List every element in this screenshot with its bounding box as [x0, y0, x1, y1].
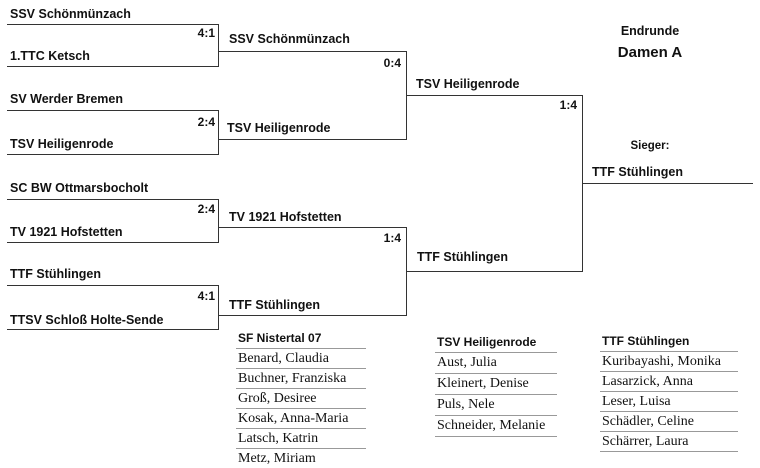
match-score: 2:4	[197, 115, 215, 129]
team-name: TV 1921 Hofstetten	[229, 210, 342, 224]
bracket-line	[7, 24, 219, 25]
bracket-line	[406, 271, 583, 272]
bracket-line	[7, 285, 219, 286]
player-name: Lasarzick, Anna	[600, 372, 738, 392]
team-name: SSV Schönmünzach	[10, 7, 131, 21]
player-name: Puls, Nele	[435, 395, 557, 416]
bracket-connector	[218, 110, 219, 155]
player-name: Metz, Miriam	[238, 451, 316, 466]
player-name: Kleinert, Denise	[435, 374, 557, 395]
team-name: TV 1921 Hofstetten	[10, 225, 123, 239]
player-name: Schneider, Melanie	[435, 416, 557, 437]
roster-sf-nistertal: SF Nistertal 07 Benard, Claudia Buchner,…	[236, 331, 366, 468]
player-name: Schädler, Celine	[600, 412, 738, 432]
team-name: SSV Schönmünzach	[229, 32, 350, 46]
match-score: 4:1	[197, 26, 215, 40]
bracket-line	[7, 110, 219, 111]
bracket-line	[7, 242, 219, 243]
bracket-line	[7, 154, 219, 155]
team-name: TTF Stühlingen	[10, 267, 101, 281]
player-name: Leser, Luisa	[600, 392, 738, 412]
bracket-connector	[218, 24, 219, 67]
match-score: 4:1	[197, 289, 215, 303]
player-name: Latsch, Katrin	[236, 429, 366, 449]
match-score: 2:4	[197, 202, 215, 216]
bracket-line	[7, 329, 219, 330]
team-name: TTF Stühlingen	[417, 250, 508, 264]
team-name: SV Werder Bremen	[10, 92, 124, 106]
roster-ttf-stuehlingen: TTF Stühlingen Kuribayashi, Monika Lasar…	[600, 334, 738, 452]
player-name: Groß, Desiree	[236, 389, 366, 409]
bracket-line	[218, 315, 407, 316]
team-name: 1.TTC Ketsch	[10, 49, 90, 63]
roster-team-name: TSV Heiligenrode	[435, 335, 557, 353]
player-name: Benard, Claudia	[236, 349, 366, 369]
winner-name: TTF Stühlingen	[592, 165, 683, 179]
roster-team-name: SF Nistertal 07	[236, 331, 366, 349]
match-score: 0:4	[383, 56, 401, 70]
bracket-line	[218, 139, 407, 140]
team-name: SC BW Ottmarsbocholt	[10, 181, 149, 195]
bracket-line	[218, 51, 407, 52]
player-name: Buchner, Franziska	[236, 369, 366, 389]
round-title: Endrunde	[620, 24, 680, 38]
bracket-line	[406, 95, 583, 96]
roster-tsv-heiligenrode: TSV Heiligenrode Aust, Julia Kleinert, D…	[435, 335, 557, 437]
bracket-line	[218, 227, 407, 228]
winner-label: Sieger:	[630, 140, 670, 152]
winner-line	[582, 183, 753, 184]
bracket-connector	[218, 285, 219, 330]
team-name: TSV Heiligenrode	[10, 137, 114, 151]
bracket-connector	[218, 199, 219, 243]
player-name: Kosak, Anna-Maria	[236, 409, 366, 429]
player-name: Schärrer, Laura	[600, 432, 738, 452]
team-name: TSV Heiligenrode	[227, 121, 331, 135]
team-name: TTSV Schloß Holte-Sende	[10, 313, 164, 327]
bracket-line	[7, 66, 219, 67]
match-score: 1:4	[559, 98, 577, 112]
category-title: Damen A	[617, 44, 683, 61]
player-name: Kuribayashi, Monika	[600, 352, 738, 372]
player-name: Aust, Julia	[435, 353, 557, 374]
match-score: 1:4	[383, 231, 401, 245]
bracket-line	[7, 199, 219, 200]
team-name: TTF Stühlingen	[229, 298, 320, 312]
team-name: TSV Heiligenrode	[416, 77, 520, 91]
roster-team-name: TTF Stühlingen	[600, 334, 738, 352]
